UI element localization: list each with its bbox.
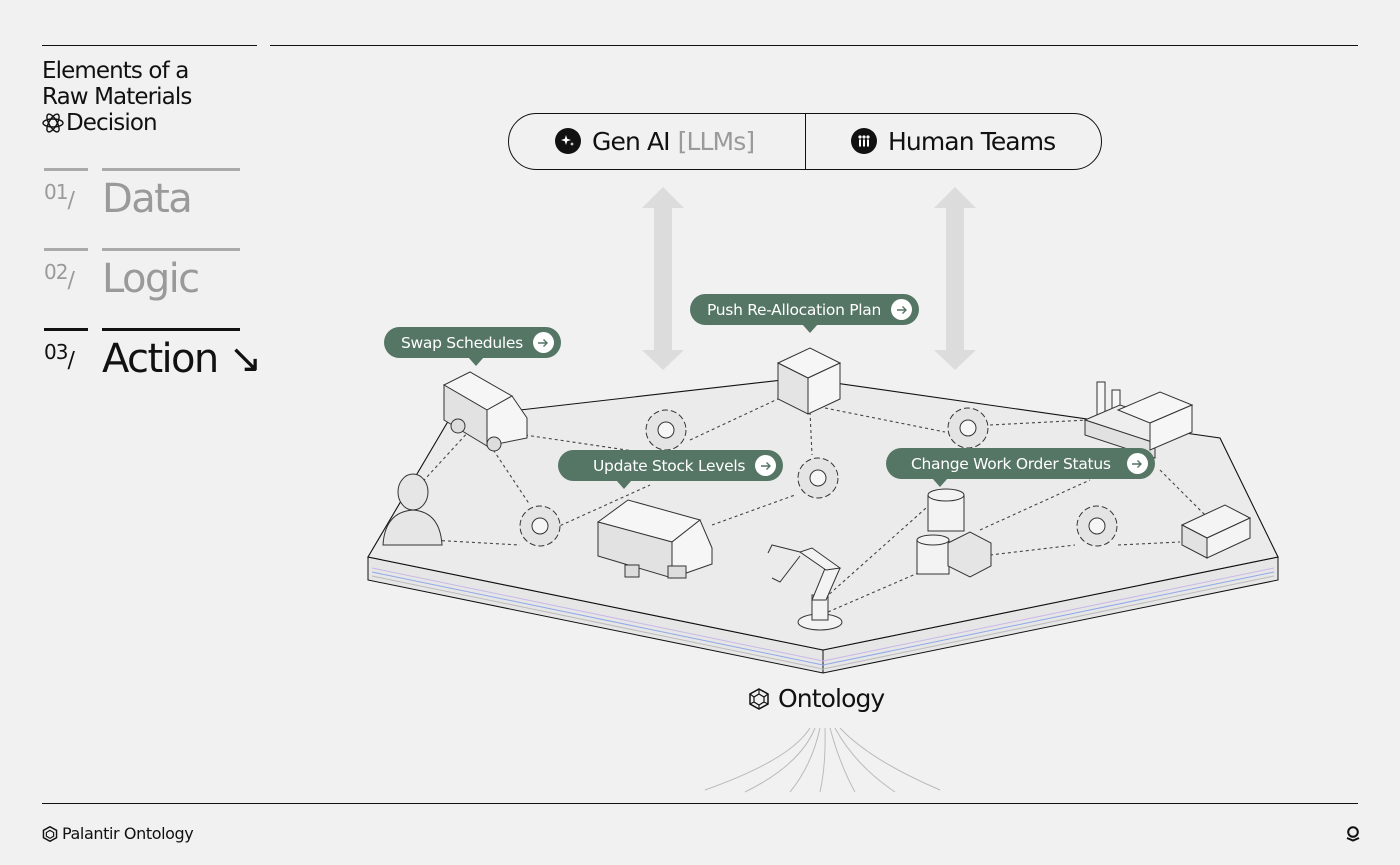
step-bar	[102, 248, 240, 251]
tag-pointer	[616, 480, 632, 489]
step-number: 02	[44, 260, 68, 284]
action-label: Update Stock Levels	[593, 456, 746, 475]
action-tag-swap-schedules[interactable]: Swap Schedules	[384, 327, 561, 366]
step-action[interactable]: 03/ Action ↘	[44, 328, 264, 388]
arrow-right-icon	[755, 455, 777, 476]
step-data[interactable]: 01/ Data	[44, 168, 264, 228]
top-rule-left	[42, 45, 257, 46]
gear-icon	[1076, 505, 1118, 547]
action-tag-push-reallocation[interactable]: Push Re-Allocation Plan	[690, 294, 919, 333]
step-logic[interactable]: 02/ Logic	[44, 248, 264, 308]
step-separator: /	[67, 348, 74, 374]
step-label: Action ↘	[102, 336, 262, 382]
action-tag-update-stock[interactable]: Update Stock Levels	[558, 450, 784, 489]
step-number: 01	[44, 180, 68, 204]
gear-icon	[645, 409, 687, 451]
ontology-text: Ontology	[778, 684, 885, 713]
ontology-label: Ontology	[748, 684, 885, 713]
tag-pointer	[802, 324, 818, 333]
step-bar	[44, 248, 88, 251]
genai-segment[interactable]: Gen AI [LLMs]	[555, 114, 755, 168]
money-stack-icon	[1180, 504, 1252, 559]
action-label: Change Work Order Status	[911, 454, 1111, 473]
interface-pill: Gen AI [LLMs] Human Teams	[508, 113, 1102, 170]
action-tag-change-work-order[interactable]: Change Work Order Status	[886, 448, 1155, 487]
bidirectional-arrow-genai	[642, 187, 684, 370]
ontology-roots	[704, 727, 941, 793]
gear-icon	[519, 505, 561, 547]
truck-icon	[442, 371, 528, 452]
gear-icon	[797, 457, 839, 499]
people-icon	[851, 128, 877, 154]
action-label: Push Re-Allocation Plan	[707, 300, 881, 319]
footer-rule	[42, 803, 1358, 804]
footer-brand-text: Palantir Ontology	[62, 824, 194, 843]
human-label: Human Teams	[888, 126, 1056, 156]
ontology-icon	[749, 687, 769, 710]
robot-arm-icon	[767, 544, 843, 631]
genai-suffix: [LLMs]	[677, 126, 755, 156]
arrow-right-icon	[1126, 453, 1148, 474]
human-segment[interactable]: Human Teams	[851, 114, 1056, 168]
top-rule-right	[270, 45, 1358, 46]
arrow-right-icon	[532, 332, 554, 353]
arrow-right-icon	[891, 299, 912, 320]
palantir-logo-icon	[1346, 826, 1360, 842]
sparkle-icon	[555, 128, 581, 154]
pill-divider	[805, 114, 806, 169]
tag-pointer	[468, 357, 484, 366]
step-bar	[102, 168, 240, 171]
step-bar	[44, 328, 88, 331]
action-label: Swap Schedules	[401, 333, 523, 352]
person-icon	[382, 473, 443, 546]
gear-icon	[947, 407, 989, 449]
title-line-1: Elements of a	[42, 58, 189, 84]
bidirectional-arrow-human	[934, 187, 976, 370]
step-separator: /	[67, 188, 74, 214]
ontology-icon	[42, 825, 58, 842]
box-icon	[776, 347, 842, 415]
barrels-icon	[916, 488, 992, 578]
step-bar	[44, 168, 88, 171]
step-separator: /	[67, 268, 74, 294]
page-title: Elements of a Raw Materials Decision	[42, 58, 272, 136]
step-label: Logic	[102, 256, 200, 302]
step-label: Data	[102, 176, 193, 222]
step-bar	[102, 328, 240, 331]
footer-brand: Palantir Ontology	[42, 824, 194, 843]
title-line-2: Raw Materials	[42, 84, 192, 110]
tag-pointer	[932, 478, 948, 487]
step-number: 03	[44, 340, 68, 364]
connection-lines	[414, 397, 1206, 613]
genai-label: Gen AI	[592, 126, 671, 156]
atom-icon	[42, 113, 64, 133]
warehouse-icon	[596, 499, 713, 579]
title-line-3: Decision	[66, 110, 158, 136]
